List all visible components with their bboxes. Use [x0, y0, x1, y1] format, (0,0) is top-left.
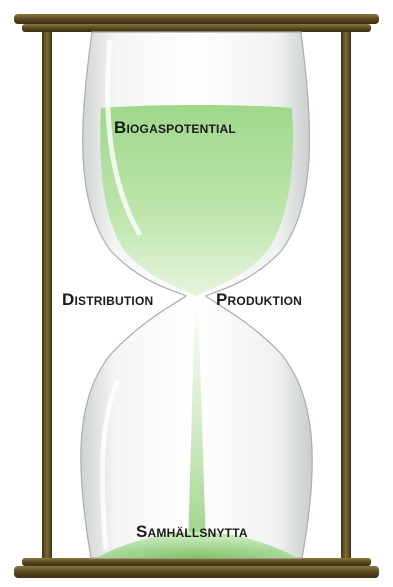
frame-top: [14, 14, 379, 32]
label-samhallsnytta: Samhällsnytta: [136, 522, 248, 541]
glass-highlight-bottom: [99, 378, 121, 551]
frame-pillar-left: [42, 32, 52, 558]
label-produktion: Produktion: [216, 290, 303, 309]
label-distribution: Distribution: [62, 290, 154, 309]
glass-highlight-top: [105, 39, 143, 237]
frame-pillar-right: [341, 32, 351, 558]
sand-stream: [188, 298, 206, 548]
top-sand: [100, 105, 294, 296]
frame-bottom: [14, 558, 379, 578]
label-biogaspotential: Biogaspotential: [114, 118, 236, 137]
bottom-sand: [96, 532, 298, 558]
